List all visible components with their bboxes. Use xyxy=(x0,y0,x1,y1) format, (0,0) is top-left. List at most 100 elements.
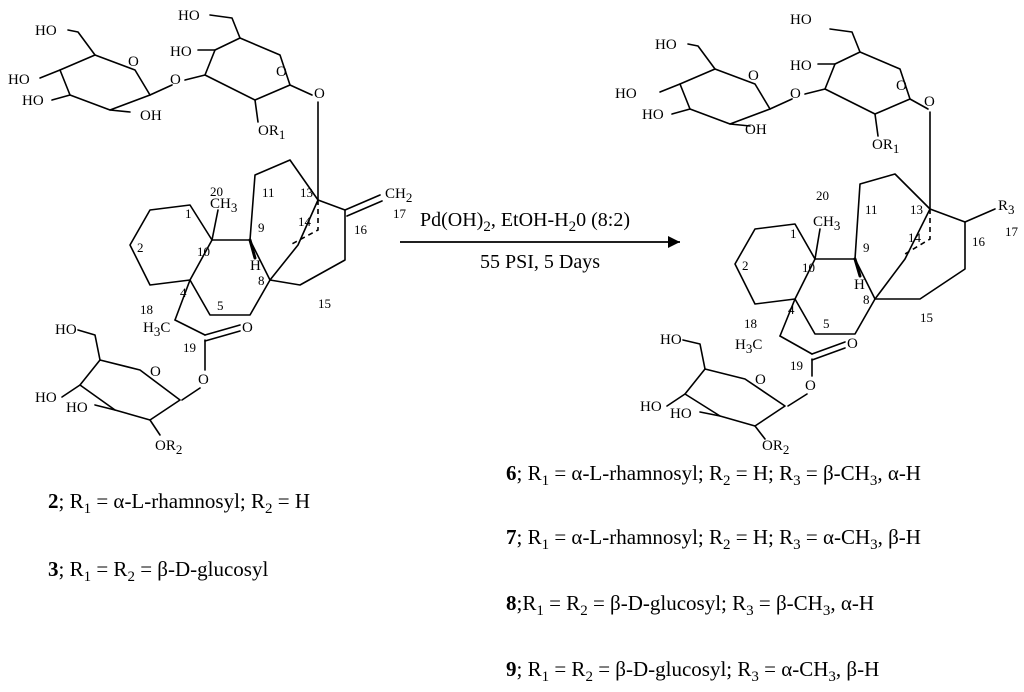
bond xyxy=(51,94,71,101)
label-ho-a-r: HO xyxy=(615,86,637,102)
bond xyxy=(787,393,808,407)
num-13-r: 13 xyxy=(910,202,923,217)
num-20: 20 xyxy=(210,184,223,199)
label-ho-c: HO xyxy=(178,8,200,24)
bond xyxy=(874,113,879,137)
label-o-ring1-r: O xyxy=(748,68,759,84)
bond xyxy=(804,88,826,95)
bond xyxy=(181,387,201,401)
num-13: 13 xyxy=(300,185,313,200)
label-o-carbonyl: O xyxy=(242,320,253,336)
num-14: 14 xyxy=(298,214,312,229)
num-5-r: 5 xyxy=(823,316,830,331)
ring-c-r xyxy=(854,173,931,300)
num-14-r: 14 xyxy=(908,230,922,245)
bond xyxy=(769,98,793,110)
label-o-ring2: O xyxy=(276,64,287,80)
glucose-ring-bottom-r xyxy=(684,368,786,427)
bond xyxy=(779,335,813,355)
arrow-head xyxy=(668,236,680,248)
num-17-r: 17 xyxy=(1005,224,1019,239)
reaction-conditions-line2: 55 PSI, 5 Days xyxy=(480,251,600,273)
label-h9: H xyxy=(250,258,261,274)
bond xyxy=(659,83,681,93)
label-ho-top-r: HO xyxy=(655,37,677,53)
num-18-r: 18 xyxy=(744,316,757,331)
bond xyxy=(254,99,259,123)
label-ho-b-r: HO xyxy=(642,107,664,123)
num-19: 19 xyxy=(183,340,196,355)
label-ho-a: HO xyxy=(8,72,30,88)
label-h3c: H3C xyxy=(143,320,170,339)
num-4: 4 xyxy=(180,285,187,300)
bond xyxy=(94,404,116,411)
label-r3: R3 xyxy=(998,198,1015,217)
label-h9-r: H xyxy=(854,277,865,293)
num-9: 9 xyxy=(258,220,265,235)
bond xyxy=(909,98,929,110)
bond xyxy=(149,84,173,96)
bond xyxy=(729,123,751,127)
compound-3-label: 3; R1 = R2 = β-D-glucosyl xyxy=(48,557,268,585)
ring-b-r xyxy=(794,258,876,335)
bond xyxy=(204,324,241,342)
bond xyxy=(109,109,131,113)
label-o-ring1: O xyxy=(128,54,139,70)
label-ho-c-r: HO xyxy=(790,12,812,28)
num-18: 18 xyxy=(140,302,153,317)
label-ho-e-r: HO xyxy=(790,58,812,74)
num-9-r: 9 xyxy=(863,240,870,255)
label-oh-a-r: OH xyxy=(745,122,767,138)
label-ch2: CH2 xyxy=(385,186,412,205)
bond xyxy=(344,194,383,217)
bond xyxy=(289,84,313,96)
label-h3c-r: H3C xyxy=(735,337,762,356)
label-or1: OR1 xyxy=(258,123,285,142)
compound-6-label: 6; R1 = α-L-rhamnosyl; R2 = H; R3 = β-CH… xyxy=(506,461,921,489)
num-1: 1 xyxy=(185,206,192,221)
compound-9-label: 9; R1 = R2 = β-D-glucosyl; R3 = α-CH3, β… xyxy=(506,657,879,685)
dash-bond-r xyxy=(904,209,931,255)
ring-b xyxy=(189,239,271,316)
label-o-ester-r: O xyxy=(805,378,816,394)
label-o-link-r: O xyxy=(790,86,801,102)
bond xyxy=(779,298,796,337)
bond xyxy=(687,43,716,70)
bond xyxy=(248,238,257,260)
bond xyxy=(853,257,862,278)
label-ho-d: HO xyxy=(55,322,77,338)
compound-7-label: 7; R1 = α-L-rhamnosyl; R2 = H; R3 = α-CH… xyxy=(506,525,921,553)
reaction-arrow xyxy=(400,236,680,248)
dash-bond xyxy=(289,200,319,246)
bond xyxy=(174,319,206,336)
label-ho-e2-r: HO xyxy=(640,399,662,415)
bond xyxy=(149,419,161,436)
bond xyxy=(39,69,61,79)
label-ho-e: HO xyxy=(170,44,192,60)
label-ho-f: HO xyxy=(66,400,88,416)
bond xyxy=(754,425,766,440)
bond xyxy=(666,393,686,407)
num-11-r: 11 xyxy=(865,202,878,217)
label-ch3-r: CH3 xyxy=(813,214,840,233)
glucose-ring-bottom xyxy=(79,359,181,421)
label-ho-e2: HO xyxy=(35,390,57,406)
num-15-r: 15 xyxy=(920,310,933,325)
label-o-anomer-r: O xyxy=(924,94,935,110)
bond xyxy=(209,14,241,39)
num-4-r: 4 xyxy=(788,302,795,317)
bond xyxy=(61,384,81,398)
structure-left: HO HO HO OH O O HO HO O OR1 O xyxy=(8,8,412,457)
label-or1-r: OR1 xyxy=(872,137,899,156)
num-10: 10 xyxy=(197,244,210,259)
bond xyxy=(699,411,721,417)
bond xyxy=(811,341,846,361)
compound-legend: 2; R1 = α-L-rhamnosyl; R2 = H 3; R1 = R2… xyxy=(48,461,921,685)
num-16: 16 xyxy=(354,222,368,237)
ring-c xyxy=(249,159,319,281)
num-19-r: 19 xyxy=(790,358,803,373)
num-17: 17 xyxy=(393,206,407,221)
bond xyxy=(814,228,821,260)
bond xyxy=(77,329,101,361)
